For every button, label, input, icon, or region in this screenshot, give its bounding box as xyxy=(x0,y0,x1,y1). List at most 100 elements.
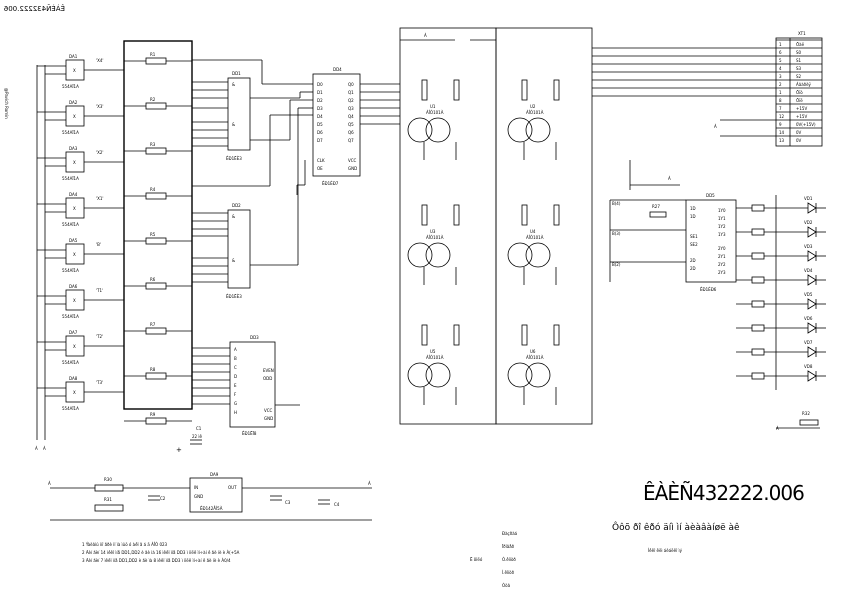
svg-text:X: X xyxy=(73,114,76,119)
svg-text:Q1: Q1 xyxy=(348,90,354,95)
svg-text:S2: S2 xyxy=(796,74,802,79)
resistor-r6: R6 xyxy=(124,277,192,290)
svg-text:À: À xyxy=(35,446,38,451)
svg-text:D1: D1 xyxy=(317,90,323,95)
resistor-r2: R2 xyxy=(124,97,192,110)
svg-text:ÀÎÒ101À: ÀÎÒ101À xyxy=(526,355,544,360)
svg-text:0V(+15V): 0V(+15V) xyxy=(796,122,816,127)
svg-text:Öïò: Öïò xyxy=(796,90,803,95)
svg-text:Q6: Q6 xyxy=(348,130,354,135)
svg-text:VD4: VD4 xyxy=(804,268,813,273)
svg-text:12: 12 xyxy=(779,114,785,119)
resistor-r1: R1 xyxy=(124,52,192,65)
svg-text:VD1: VD1 xyxy=(804,196,813,201)
svg-text:R31: R31 xyxy=(104,497,112,502)
svg-text:C: C xyxy=(234,365,237,370)
svg-text:2Y1: 2Y1 xyxy=(718,254,726,259)
svg-text:X: X xyxy=(73,68,76,73)
svg-text:SE2: SE2 xyxy=(690,242,698,247)
svg-text:ÀÎÒ101À: ÀÎÒ101À xyxy=(426,235,444,240)
title-block: ÊÀÈÑ432222.006 Ôôõ ðî êðó äíì ìí àèàâàíø… xyxy=(612,481,805,553)
svg-text:D2: D2 xyxy=(317,98,323,103)
resistor-r3: R3 xyxy=(124,142,192,155)
svg-text:VCC: VCC xyxy=(264,408,273,413)
svg-text:DA4: DA4 xyxy=(69,192,78,197)
svg-text:554AÏ1A: 554AÏ1A xyxy=(62,176,79,181)
svg-text:X: X xyxy=(73,160,76,165)
led-vd7: VD7 xyxy=(736,340,826,358)
svg-text:C4: C4 xyxy=(334,502,340,507)
svg-text:'X2': 'X2' xyxy=(96,150,103,155)
resistor-r5: R5 xyxy=(124,232,192,245)
resistor-r9: R9 xyxy=(124,412,192,425)
svg-text:VD3: VD3 xyxy=(804,244,813,249)
svg-text:&: & xyxy=(232,214,235,219)
svg-text:0V: 0V xyxy=(796,130,802,135)
mirrored-doc-number: ÊÀÈÑ432222.006 xyxy=(3,4,65,13)
svg-text:D0: D0 xyxy=(317,82,323,87)
svg-text:'X3': 'X3' xyxy=(96,104,103,109)
svg-text:554AÏ1A: 554AÏ1A xyxy=(62,314,79,319)
svg-text:R1: R1 xyxy=(150,52,156,57)
svg-text:D: D xyxy=(234,374,237,379)
svg-text:U3: U3 xyxy=(430,229,436,234)
svg-text:554AÏ1A: 554AÏ1A xyxy=(62,130,79,135)
svg-text:'B': 'B' xyxy=(96,242,101,247)
svg-text:1D: 1D xyxy=(690,206,696,211)
svg-text:ÀÎÒ101À: ÀÎÒ101À xyxy=(526,110,544,115)
svg-text:DA6: DA6 xyxy=(69,284,78,289)
svg-text:U4: U4 xyxy=(530,229,536,234)
led-vd1: VD1 xyxy=(736,196,826,214)
svg-text:+: + xyxy=(176,446,182,454)
svg-text:À: À xyxy=(48,481,51,486)
svg-text:Q4: Q4 xyxy=(348,114,354,119)
svg-text:3: 3 xyxy=(779,74,782,79)
svg-text:2: 2 xyxy=(779,82,782,87)
svg-text:Q7: Q7 xyxy=(348,138,354,143)
svg-text:'T1': 'T1' xyxy=(96,288,103,293)
svg-text:CLK: CLK xyxy=(317,158,325,163)
svg-text:R6: R6 xyxy=(150,277,156,282)
svg-text:ÊÐ1ÈÐ6: ÊÐ1ÈÐ6 xyxy=(700,287,717,292)
svg-text:SE1: SE1 xyxy=(690,234,698,239)
svg-text:B(4): B(4) xyxy=(612,201,621,206)
svg-text:14: 14 xyxy=(779,130,785,135)
svg-text:R8: R8 xyxy=(150,367,156,372)
svg-text:EVEN: EVEN xyxy=(263,368,274,373)
connector-pin-row: 12+15V xyxy=(776,111,822,119)
doc-title: Ôôõ ðî êðó äíì ìí àèàâàíøë àê xyxy=(612,521,740,533)
svg-text:ÀÎÒ101À: ÀÎÒ101À xyxy=(526,235,544,240)
svg-text:'T3': 'T3' xyxy=(96,380,103,385)
svg-text:C3: C3 xyxy=(285,500,291,505)
svg-text:554AÏ1A: 554AÏ1A xyxy=(62,222,79,227)
svg-text:VD2: VD2 xyxy=(804,220,813,225)
svg-text:VCC: VCC xyxy=(348,158,357,163)
svg-text:8: 8 xyxy=(779,98,782,103)
svg-text:+15V: +15V xyxy=(796,106,807,111)
svg-text:R4: R4 xyxy=(150,187,156,192)
svg-text:VD6: VD6 xyxy=(804,316,813,321)
svg-text:X: X xyxy=(73,390,76,395)
led-vd3: VD3 xyxy=(736,244,826,262)
svg-text:'X4': 'X4' xyxy=(96,58,103,63)
svg-text:S0: S0 xyxy=(796,50,802,55)
svg-text:B(2): B(2) xyxy=(612,262,621,267)
signature-role: Óòâ xyxy=(502,583,511,588)
svg-text:ODD: ODD xyxy=(263,376,272,381)
signature-role: Í.êîíòð xyxy=(502,570,515,575)
svg-text:R3: R3 xyxy=(150,142,156,147)
svg-text:554AÏ1A: 554AÏ1A xyxy=(62,406,79,411)
svg-text:DA1: DA1 xyxy=(69,54,78,59)
svg-text:2Y0: 2Y0 xyxy=(718,246,726,251)
svg-text:ÀÎÒ101À: ÀÎÒ101À xyxy=(426,355,444,360)
svg-text:'T2': 'T2' xyxy=(96,334,103,339)
svg-text:DA9: DA9 xyxy=(210,472,219,477)
